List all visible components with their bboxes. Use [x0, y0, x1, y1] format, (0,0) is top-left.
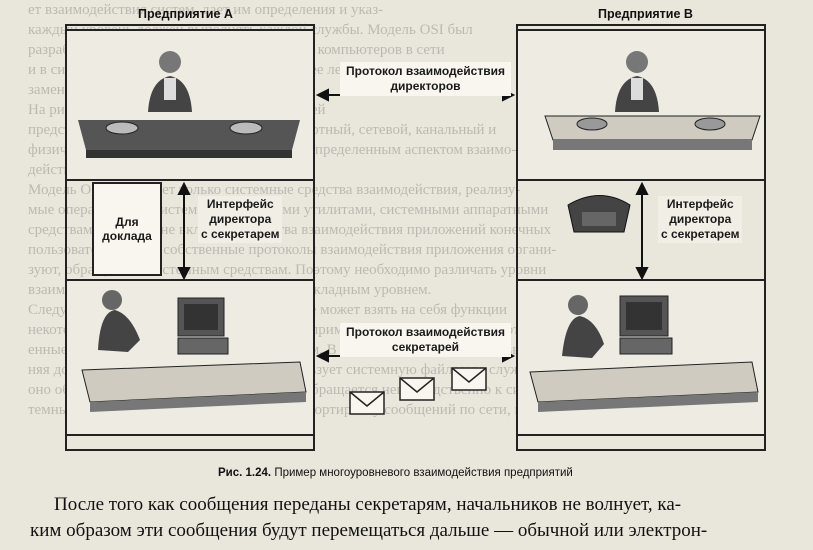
director-b-illustration	[516, 29, 766, 181]
director-a-illustration	[65, 29, 315, 181]
interface-a-arrow	[177, 181, 191, 281]
secretaries-protocol-line1: Протокол взаимодействия	[346, 325, 505, 339]
directors-protocol-label: Протокол взаимодействия директоров	[340, 62, 511, 96]
report-note-line2: доклада	[102, 229, 152, 243]
body-line: После того как сообщения переданы секрет…	[54, 494, 682, 515]
body-paragraph: После того как сообщения переданы секрет…	[30, 492, 805, 544]
figure-caption: Рис. 1.24. Пример многоуровневого взаимо…	[218, 467, 573, 479]
caption-text: Пример многоуровневого взаимодействия пр…	[274, 467, 573, 479]
interface-a-line1: Интерфейс	[206, 197, 274, 211]
secretary-a-illustration	[65, 279, 315, 436]
directors-protocol-line2: директоров	[390, 79, 461, 93]
interface-b-line3: с секретарем	[661, 227, 740, 241]
enterprise-b-frame	[516, 24, 766, 451]
enterprise-a-frame	[65, 24, 315, 451]
secretary-b-illustration	[516, 279, 766, 436]
figure: Предприятие А Предприятие В Протокол вза…	[65, 7, 766, 451]
report-note-line1: Для	[115, 215, 139, 229]
interface-a-label: Интерфейс директора с секретарем	[198, 196, 283, 243]
interface-b-arrow	[635, 181, 649, 281]
interface-a-line2: директора	[209, 212, 272, 226]
report-note: Для доклада	[92, 182, 162, 276]
envelope-icon	[399, 377, 435, 401]
enterprise-a-label: Предприятие А	[138, 7, 233, 21]
envelope-icon	[349, 391, 385, 415]
secretaries-protocol-line2: секретарей	[391, 340, 460, 354]
caption-label: Рис. 1.24.	[218, 467, 272, 479]
interface-b-line1: Интерфейс	[666, 197, 734, 211]
background-text-line: ет взаимодействия систем, дает им опреде…	[28, 2, 384, 18]
telephone-icon	[567, 195, 631, 233]
envelope-icon	[451, 367, 487, 391]
directors-protocol-line1: Протокол взаимодействия	[346, 64, 505, 78]
figure-drawing	[65, 24, 766, 451]
secretaries-protocol-label: Протокол взаимодействия секретарей	[340, 323, 511, 357]
enterprise-b-label: Предприятие В	[598, 7, 693, 21]
interface-a-line3: с секретарем	[201, 227, 280, 241]
interface-b-label: Интерфейс директора с секретарем	[658, 196, 743, 243]
interface-b-line2: директора	[669, 212, 732, 226]
body-line: ким образом эти сообщения будут перемеща…	[30, 520, 708, 541]
